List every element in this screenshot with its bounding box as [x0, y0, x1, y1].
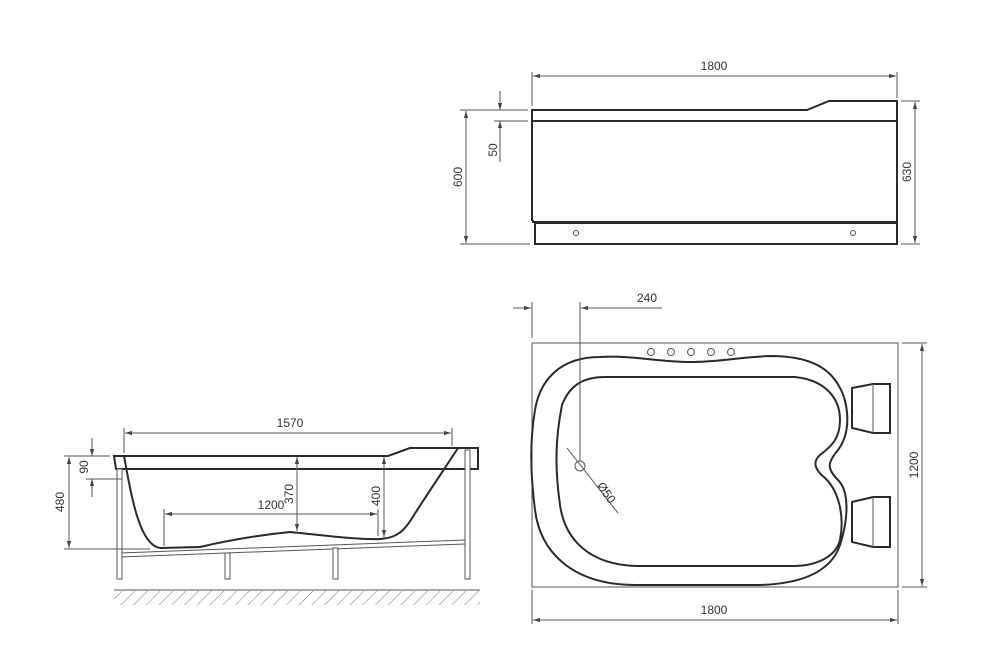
- dim-label-height-left: 600: [451, 167, 465, 187]
- dim-label-height-right: 630: [900, 162, 914, 182]
- front-elevation-view: 1800 50 600 630: [451, 59, 920, 245]
- drain-leader: [566, 447, 619, 514]
- dim-label-rim-height: 90: [77, 460, 91, 474]
- dim-label-width: 1800: [701, 59, 728, 73]
- headrest-top: [851, 383, 891, 434]
- headrest-bottom: [851, 496, 891, 548]
- tub-rim-outer: [530, 354, 849, 586]
- support-leg: [116, 468, 123, 580]
- support-leg: [224, 552, 231, 580]
- jet-icon: [727, 348, 735, 356]
- support-leg: [332, 547, 339, 580]
- dim-label-depth-right: 400: [369, 486, 383, 506]
- side-section-view: 1570 90 480 1200 370 400: [53, 416, 480, 605]
- dim-label-plan-width: 1800: [701, 603, 728, 617]
- floor-hatch: [114, 591, 480, 605]
- dim-label-overall-height: 480: [53, 492, 67, 512]
- dim-label-rim: 50: [486, 143, 500, 157]
- jet-icon: [647, 348, 655, 356]
- dim-label-depth-center: 370: [282, 484, 296, 504]
- support-leg: [464, 449, 471, 580]
- tub-section-profile: [123, 447, 459, 550]
- dim-label-bottom-length: 1200: [258, 498, 285, 512]
- front-panel-outline: [531, 100, 898, 224]
- screw-hole-icon: [573, 230, 579, 236]
- rim-outline: [112, 447, 479, 470]
- jet-icon: [667, 348, 675, 356]
- dim-label-depth: 1200: [907, 451, 921, 478]
- dim-label-drain-offset: 240: [637, 291, 657, 305]
- skirt-panel: [534, 223, 898, 245]
- top-plan-view: Ø50 240 1200 1800: [513, 291, 927, 624]
- screw-hole-icon: [850, 230, 856, 236]
- jet-icon: [687, 348, 695, 356]
- frame-rail: [119, 539, 466, 554]
- tub-basin-inner: [555, 376, 843, 567]
- jet-icon: [707, 348, 715, 356]
- dim-label-drain-diameter: Ø50: [594, 479, 619, 506]
- dim-label-inner-length: 1570: [277, 416, 304, 430]
